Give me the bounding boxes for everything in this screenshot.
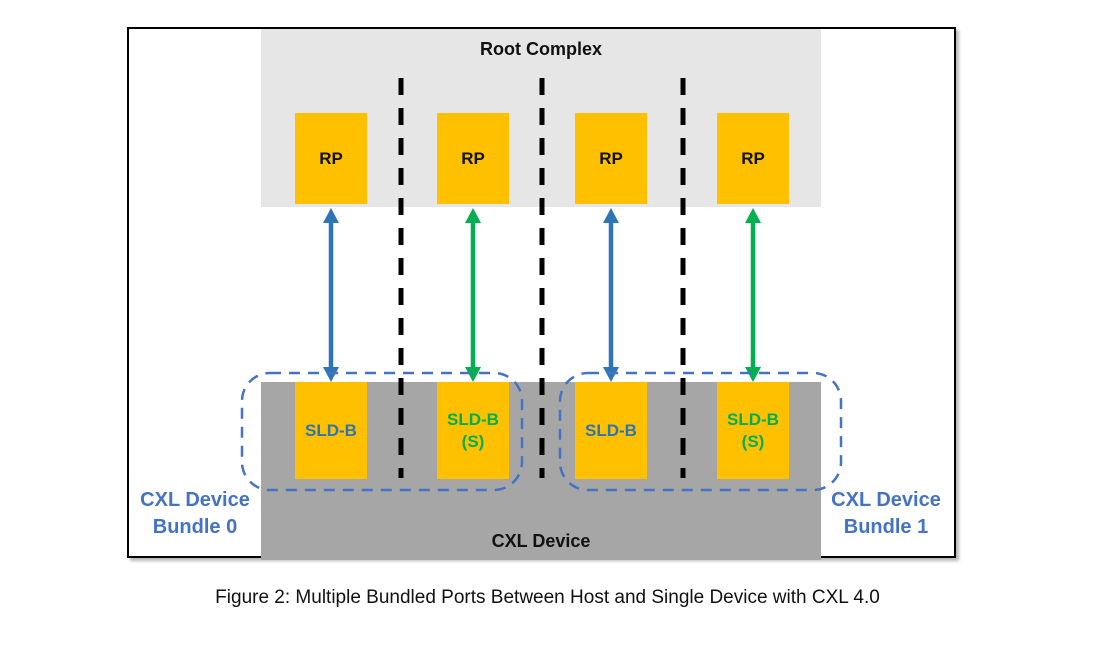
link-arrowhead-up-1 [323, 208, 339, 223]
rp-box-3: RP [575, 113, 647, 204]
link-arrowhead-down-4 [745, 367, 761, 382]
bundle-0-label: CXL Device Bundle 0 [140, 489, 250, 538]
sld-b-box-3: SLD-B [575, 382, 647, 479]
link-arrowhead-up-2 [465, 208, 481, 223]
link-arrowhead-down-3 [603, 367, 619, 382]
figure-caption: Figure 2: Multiple Bundled Ports Between… [215, 587, 880, 608]
link-arrowhead-up-3 [603, 208, 619, 223]
rp-label-1: RP [319, 148, 343, 168]
sld-b-s-label-4: SLD-B (S) [727, 410, 779, 451]
bundle-1-label: CXL Device Bundle 1 [831, 489, 941, 538]
link-arrowhead-down-1 [323, 367, 339, 382]
root-complex-box: Root Complex RP RP RP RP [261, 29, 821, 207]
sld-b-box-1: SLD-B [295, 382, 367, 479]
cxl-device-label: CXL Device [491, 531, 591, 551]
sld-b-s-box-4: SLD-B (S) [717, 382, 789, 479]
sld-b-label-1: SLD-B [305, 420, 357, 440]
rp-label-4: RP [741, 148, 765, 168]
link-arrowhead-down-2 [465, 367, 481, 382]
sld-b-s-label-2: SLD-B (S) [447, 410, 499, 451]
diagram-frame: Root Complex RP RP RP RP SLD-B SLD-B (S)… [127, 27, 956, 560]
cxl-device-box: SLD-B SLD-B (S) SLD-B SLD-B (S) CXL Devi… [261, 382, 821, 560]
rp-box-2: RP [437, 113, 509, 204]
sld-b-s-box-2: SLD-B (S) [437, 382, 509, 479]
rp-box-1: RP [295, 113, 367, 204]
root-complex-label: Root Complex [479, 39, 602, 59]
rp-label-2: RP [461, 148, 485, 168]
link-arrowhead-up-4 [745, 208, 761, 223]
sld-b-label-3: SLD-B [585, 420, 637, 440]
rp-label-3: RP [599, 148, 623, 168]
rp-box-4: RP [717, 113, 789, 204]
